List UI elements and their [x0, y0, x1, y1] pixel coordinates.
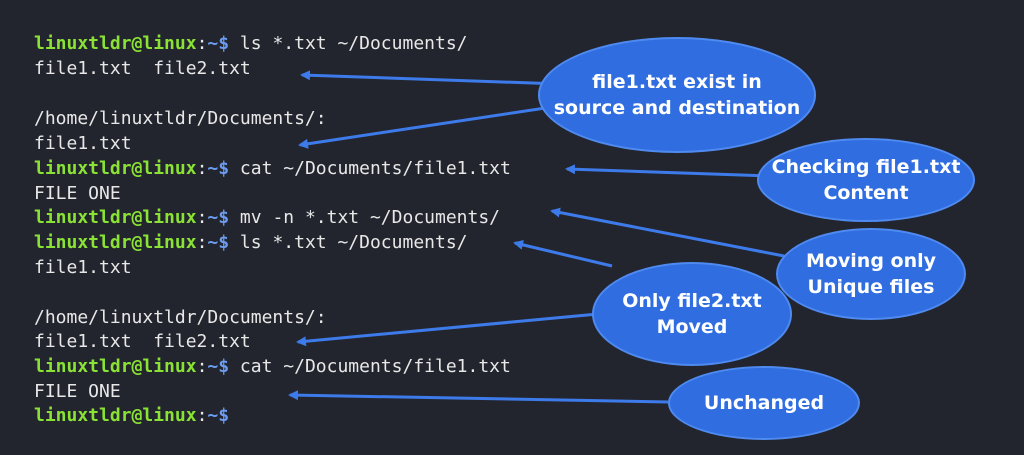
arrow-to-first-listing [300, 70, 561, 86]
prompt-path: ~$ [207, 207, 230, 228]
arrow-to-mv-command [550, 207, 785, 258]
command-text: cat ~/Documents/file1.txt [229, 356, 511, 377]
prompt-user: linuxtldr@linux [34, 207, 197, 228]
arrow-to-dest-file1 [298, 102, 573, 149]
terminal-line-7: FILE ONE [34, 183, 121, 204]
terminal-line-9: linuxtldr@linux:~$ ls *.txt ~/Documents/ [34, 231, 468, 255]
terminal-line-6: linuxtldr@linux:~$ cat ~/Documents/file1… [34, 157, 511, 181]
prompt-separator: : [196, 356, 208, 377]
prompt-path: ~$ [207, 33, 230, 54]
prompt-separator: : [196, 207, 208, 228]
terminal-line-12: /home/linuxtldr/Documents/: [34, 307, 327, 328]
prompt-path: ~$ [207, 158, 230, 179]
terminal-line-13: file1.txt file2.txt [34, 331, 251, 352]
callout-checking-content: Checking file1.txt Content [757, 138, 975, 222]
arrow-to-cat-command [565, 164, 771, 178]
terminal-line-1: linuxtldr@linux:~$ ls *.txt ~/Documents/ [34, 32, 468, 56]
command-text: ls *.txt ~/Documents/ [229, 33, 468, 54]
prompt-user: linuxtldr@linux [34, 405, 197, 426]
command-text: cat ~/Documents/file1.txt [229, 158, 511, 179]
prompt-user: linuxtldr@linux [34, 232, 197, 253]
prompt-path: ~$ [207, 232, 230, 253]
prompt-separator: : [196, 33, 208, 54]
terminal-line-4: /home/linuxtldr/Documents/: [34, 108, 327, 129]
command-text: mv -n *.txt ~/Documents/ [229, 207, 501, 228]
prompt-user: linuxtldr@linux [34, 33, 197, 54]
terminal-line-5: file1.txt [34, 133, 132, 154]
arrow-to-second-listing [296, 312, 599, 347]
callout-unchanged: Unchanged [668, 366, 860, 440]
terminal-line-16: linuxtldr@linux:~$ [34, 404, 229, 428]
terminal-line-14: linuxtldr@linux:~$ cat ~/Documents/file1… [34, 355, 511, 379]
arrow-to-ls-command [513, 239, 613, 268]
callout-only-file2: Only file2.txt Moved [592, 262, 792, 366]
prompt-path: ~$ [207, 405, 230, 426]
terminal-line-2: file1.txt file2.txt [34, 58, 251, 79]
callout-moving-unique: Moving only Unique files [776, 228, 966, 320]
terminal-line-10: file1.txt [34, 257, 132, 278]
prompt-separator: : [196, 158, 208, 179]
prompt-separator: : [196, 232, 208, 253]
arrow-to-file-one-output [288, 390, 669, 404]
prompt-separator: : [196, 405, 208, 426]
command-text: ls *.txt ~/Documents/ [229, 232, 468, 253]
prompt-user: linuxtldr@linux [34, 158, 197, 179]
prompt-path: ~$ [207, 356, 230, 377]
prompt-user: linuxtldr@linux [34, 356, 197, 377]
terminal-line-15: FILE ONE [34, 381, 121, 402]
terminal-line-8: linuxtldr@linux:~$ mv -n *.txt ~/Documen… [34, 206, 500, 230]
callout-exist-both: file1.txt exist in source and destinatio… [538, 37, 816, 153]
